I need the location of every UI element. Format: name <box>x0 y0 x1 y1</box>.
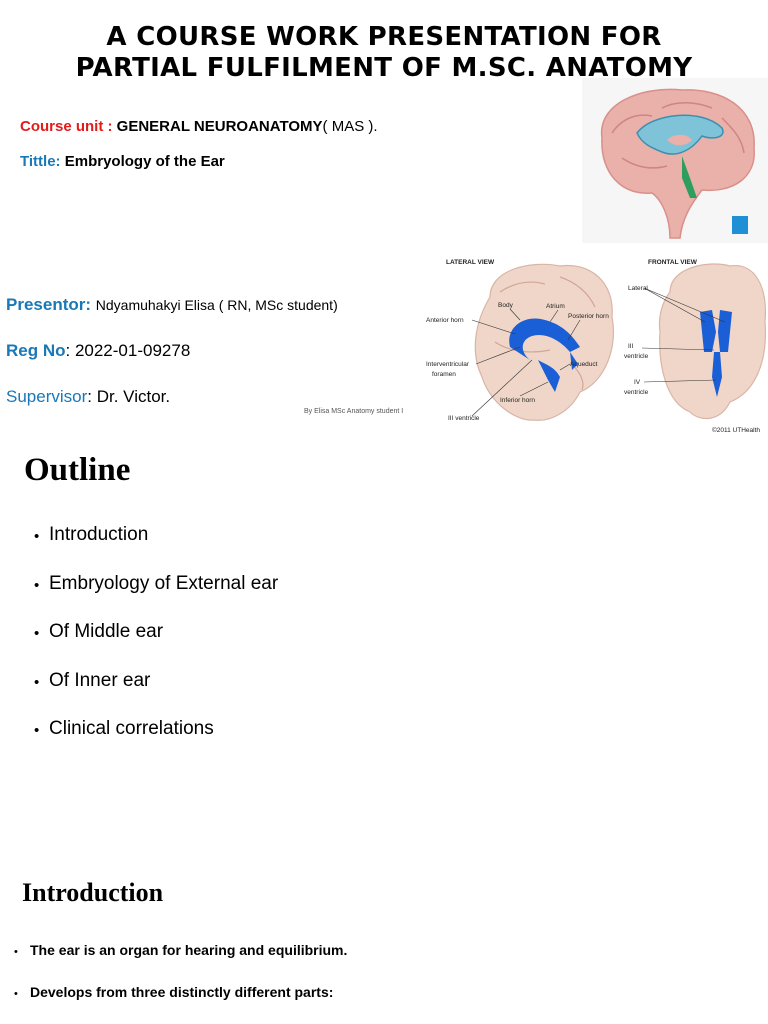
label-copyright: ©2011 UTHealth <box>712 426 760 434</box>
intro-item-text: Develops from three distinctly different… <box>30 984 334 1000</box>
list-item: • Develops from three distinctly differen… <box>14 984 347 1024</box>
label-iii-ventricle: III ventricle <box>448 415 480 422</box>
presentation-title: A COURSE WORK PRESENTATION FOR PARTIAL F… <box>0 22 768 84</box>
label-inferior-horn: Inferior horn <box>500 397 535 404</box>
title-line-1: A COURSE WORK PRESENTATION FOR <box>106 22 662 52</box>
label-body: Body <box>498 302 514 309</box>
label-iv: IV <box>634 379 641 386</box>
bullet-icon: • <box>14 988 18 1000</box>
regno-label: Reg No <box>6 341 66 360</box>
supervisor-value: : Dr. Victor. <box>87 387 171 406</box>
title-slide: A COURSE WORK PRESENTATION FOR PARTIAL F… <box>0 0 768 440</box>
brain-sagittal-image <box>582 78 768 243</box>
label-ventricle-iv: ventricle <box>624 389 649 396</box>
tittle-label: Tittle: <box>20 153 61 170</box>
bullet-icon: • <box>34 528 40 545</box>
list-item: • Of Inner ear <box>34 670 278 719</box>
bullet-icon: • <box>14 946 18 958</box>
outline-item-text: Clinical correlations <box>49 718 214 739</box>
outline-item-text: Embryology of External ear <box>49 572 279 594</box>
watermark-text: By Elisa MSc Anatomy student I <box>304 408 404 415</box>
outline-list: • Introduction • Embryology of External ea… <box>34 524 278 767</box>
intro-item-text: The ear is an organ for hearing and equi… <box>30 942 348 958</box>
label-ventricle-iii: ventricle <box>624 353 649 360</box>
outline-title: Outline <box>24 452 131 488</box>
bullet-icon: • <box>34 673 40 691</box>
label-lateral: Lateral <box>628 285 648 292</box>
label-aqueduct: Aqueduct <box>570 361 598 368</box>
course-unit-label: Course unit : <box>20 118 113 135</box>
supervisor-line: Supervisor: Dr. Victor. <box>6 387 170 407</box>
outline-item-text: Introduction <box>49 524 149 545</box>
bullet-icon: • <box>34 576 40 594</box>
tittle-value: Embryology of the Ear <box>64 153 225 170</box>
label-posterior-horn: Posterior horn <box>568 313 609 320</box>
bullet-icon: • <box>34 722 40 739</box>
outline-item-text: Of Inner ear <box>49 669 151 691</box>
regno-line: Reg No: 2022-01-09278 <box>6 341 190 361</box>
ventricles-figure: LATERAL VIEW FRONTAL VIEW Body Atrium An… <box>420 252 768 436</box>
label-lateral-view: LATERAL VIEW <box>446 259 495 266</box>
course-unit-value: GENERAL NEUROANATOMY <box>116 118 323 135</box>
introduction-title: Introduction <box>22 878 164 907</box>
presentor-label: Presentor: <box>6 295 92 314</box>
list-item: • Of Middle ear <box>34 621 278 670</box>
list-item: • Clinical correlations <box>34 718 278 767</box>
presentor-line: Presentor: Ndyamuhakyi Elisa ( RN, MSc s… <box>6 295 338 315</box>
label-foramen: foramen <box>432 371 456 378</box>
outline-item-text: Of Middle ear <box>49 621 164 642</box>
list-item: • The ear is an organ for hearing and equ… <box>14 942 347 984</box>
label-anterior-horn: Anterior horn <box>426 317 464 324</box>
label-interventricular: Interventricular <box>426 361 470 368</box>
label-atrium: Atrium <box>546 303 565 310</box>
list-item: • Introduction <box>34 524 278 573</box>
title-line: Tittle: Embryology of the Ear <box>20 153 225 170</box>
bullet-icon: • <box>34 625 40 642</box>
label-frontal-view: FRONTAL VIEW <box>648 259 698 266</box>
presentor-value: Ndyamuhakyi Elisa ( RN, MSc student) <box>95 297 338 313</box>
supervisor-label: Supervisor <box>6 387 88 406</box>
list-item: • Embryology of External ear <box>34 573 278 622</box>
introduction-list: • The ear is an organ for hearing and equ… <box>14 942 347 1024</box>
course-unit-code: ( MAS ). <box>322 118 378 135</box>
course-unit-line: Course unit : GENERAL NEUROANATOMY( MAS … <box>20 118 378 135</box>
label-iii: III <box>628 343 634 350</box>
regno-value: : 2022-01-09278 <box>65 341 191 360</box>
